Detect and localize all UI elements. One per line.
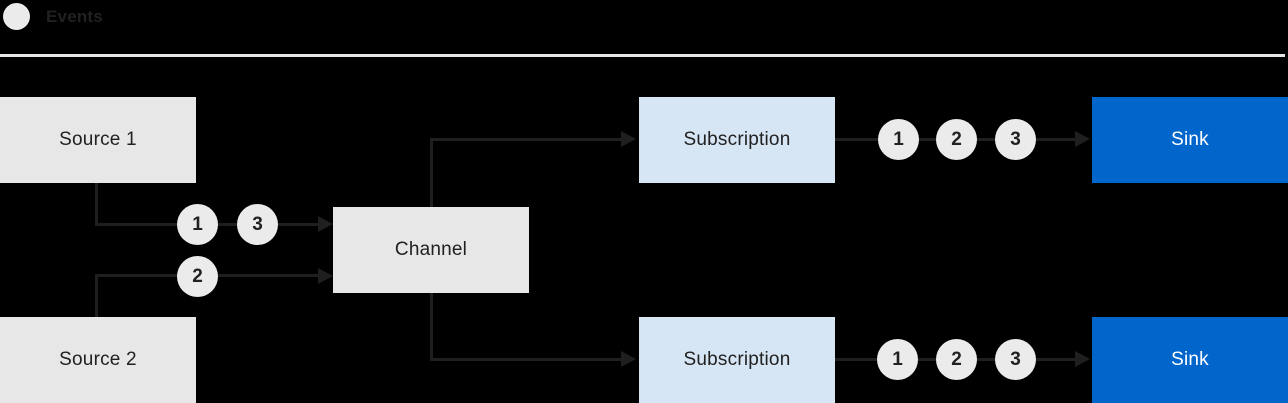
edge-source1-vertical bbox=[95, 183, 98, 226]
node-source-2-label: Source 2 bbox=[59, 349, 137, 370]
node-source-2: Source 2 bbox=[0, 317, 196, 403]
arrowhead-subscription1-sink bbox=[1075, 131, 1090, 147]
edge-channel-subscription2-vertical bbox=[430, 293, 433, 361]
node-subscription-2-label: Subscription bbox=[683, 349, 791, 370]
node-subscription-1-label: Subscription bbox=[683, 129, 791, 150]
edge-source2-vertical bbox=[95, 275, 98, 317]
legend: Events bbox=[3, 3, 103, 30]
event-marker: 3 bbox=[995, 119, 1036, 160]
event-marker: 3 bbox=[995, 339, 1036, 380]
node-sink-2-label: Sink bbox=[1171, 349, 1209, 370]
node-source-1-label: Source 1 bbox=[59, 129, 137, 150]
event-marker: 3 bbox=[237, 204, 278, 245]
node-subscription-2: Subscription bbox=[639, 317, 835, 403]
event-marker: 2 bbox=[936, 119, 977, 160]
event-marker: 1 bbox=[877, 339, 918, 380]
node-sink-2: Sink bbox=[1092, 317, 1288, 403]
node-source-1: Source 1 bbox=[0, 97, 196, 183]
node-channel-label: Channel bbox=[394, 239, 468, 260]
event-marker: 2 bbox=[936, 339, 977, 380]
node-subscription-1: Subscription bbox=[639, 97, 835, 183]
arrowhead-source2-channel bbox=[318, 268, 333, 284]
node-channel: Channel bbox=[333, 207, 529, 293]
event-dot-icon bbox=[3, 3, 30, 30]
arrowhead-channel-subscription2 bbox=[621, 351, 636, 367]
arrowhead-source1-channel bbox=[318, 216, 333, 232]
edge-channel-subscription1-vertical bbox=[430, 138, 433, 208]
legend-separator bbox=[0, 54, 1285, 57]
legend-label: Events bbox=[46, 6, 103, 26]
arrowhead-subscription2-sink bbox=[1075, 351, 1090, 367]
node-sink-1: Sink bbox=[1092, 97, 1288, 183]
edge-channel-subscription2-horizontal bbox=[430, 358, 622, 361]
event-marker: 1 bbox=[878, 119, 919, 160]
arrowhead-channel-subscription1 bbox=[621, 131, 636, 147]
node-sink-1-label: Sink bbox=[1171, 129, 1209, 150]
edge-channel-subscription1-horizontal bbox=[430, 138, 622, 141]
event-marker: 2 bbox=[177, 256, 218, 297]
event-marker: 1 bbox=[177, 204, 218, 245]
